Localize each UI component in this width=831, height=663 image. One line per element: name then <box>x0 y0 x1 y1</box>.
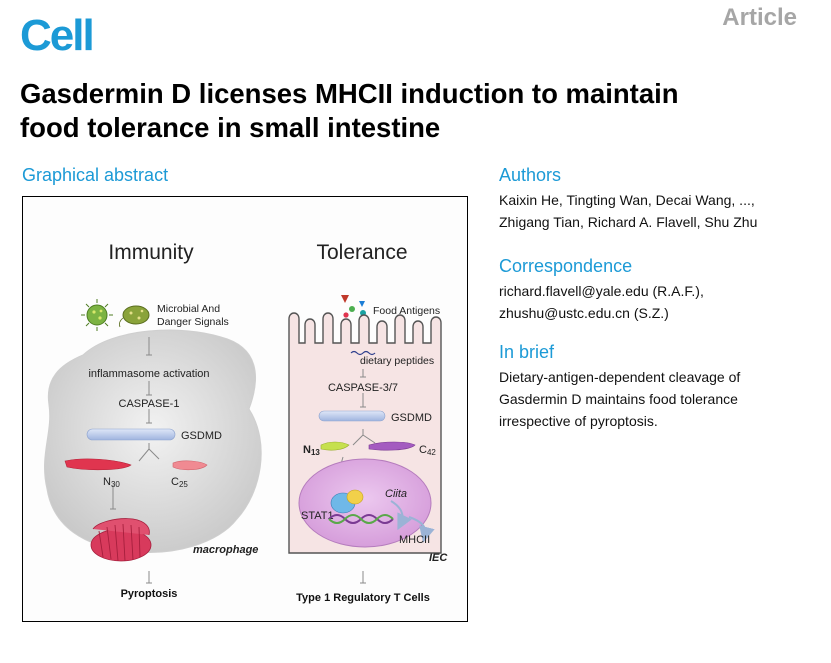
n13-label: N13 <box>303 444 320 457</box>
gsdmd-protein-immunity <box>86 428 176 441</box>
c-fragment-immunity <box>172 460 208 471</box>
correspondence-email-1[interactable]: richard.flavell@yale.edu (R.A.F.), <box>499 283 704 299</box>
pyroptosis-label: Pyroptosis <box>121 588 178 600</box>
gsdmd-label-tolerance: GSDMD <box>391 412 432 424</box>
graphical-abstract-heading: Graphical abstract <box>22 165 169 185</box>
authors-list: Kaixin He, Tingting Wan, Decai Wang, ...… <box>499 189 819 233</box>
graphical-abstract-svg: Immunity Microbial And Danger Signal <box>44 241 448 604</box>
immunity-panel-title: Immunity <box>108 241 194 264</box>
stat1-complex <box>330 489 364 514</box>
graphical-abstract-figure: Immunity Microbial And Danger Signal <box>22 196 468 622</box>
n-fragment-immunity <box>64 458 132 471</box>
bacterium-icon <box>119 305 150 328</box>
caspase1-label: CASPASE-1 <box>119 398 180 410</box>
c-fragment-tolerance <box>368 441 416 451</box>
ciita-label: Ciita <box>385 488 407 500</box>
type1-regulatory-t-cells-label: Type 1 Regulatory T Cells <box>296 592 430 604</box>
caspase37-label: CASPASE-3/7 <box>328 382 398 394</box>
c25-label: C25 <box>171 476 188 489</box>
paper-title-line-1: Gasdermin D licenses MHCII induction to … <box>20 78 679 109</box>
correspondence-email-2[interactable]: zhushu@ustc.edu.cn (S.Z.) <box>499 305 669 321</box>
immunity-pathway-connectors <box>110 337 160 584</box>
authors-heading: Authors <box>499 165 562 185</box>
mhcii-label: MHCII <box>399 534 430 546</box>
paper-title-line-2: food tolerance in small intestine <box>20 112 441 143</box>
ciita-arrow <box>390 500 412 531</box>
gsdmd-protein-tolerance <box>318 410 386 422</box>
tolerance-panel-title: Tolerance <box>316 241 407 264</box>
in-brief-line-2: Gasdermin D maintains food tolerance <box>499 391 738 407</box>
dietary-peptides-label: dietary peptides <box>360 355 434 367</box>
food-antigens-label: Food Antigens <box>373 305 440 317</box>
in-brief-text: Dietary-antigen-dependent cleavage of Ga… <box>499 366 819 432</box>
authors-line-1: Kaixin He, Tingting Wan, Decai Wang, ...… <box>499 192 755 208</box>
in-brief-line-3: irrespective of pyroptosis. <box>499 413 658 429</box>
signal-label-line-1: Microbial And <box>157 303 220 315</box>
food-antigen-icon <box>341 295 366 318</box>
n-fragment-tolerance <box>320 441 350 451</box>
in-brief-heading: In brief <box>499 342 555 362</box>
c42-label: C42 <box>419 444 436 457</box>
authors-line-2: Zhigang Tian, Richard A. Flavell, Shu Zh… <box>499 214 758 230</box>
macrophage-cell-body <box>44 329 262 553</box>
dietary-peptide-squiggle <box>350 350 376 356</box>
gasdermin-pore <box>90 518 152 562</box>
n30-label: N30 <box>103 476 120 489</box>
microbe-icon <box>81 299 113 331</box>
journal-logo: Cell <box>20 11 95 60</box>
macrophage-label: macrophage <box>193 544 258 556</box>
iec-label: IEC <box>429 552 448 564</box>
mhcii-arrow <box>408 516 435 543</box>
gsdmd-label-immunity: GSDMD <box>181 430 222 442</box>
inflammasome-activation-label: inflammasome activation <box>88 368 209 380</box>
dna-helix <box>328 514 394 524</box>
in-brief-line-1: Dietary-antigen-dependent cleavage of <box>499 369 741 385</box>
stat1-label: STAT1 <box>301 510 334 522</box>
correspondence-heading: Correspondence <box>499 256 633 276</box>
correspondence-emails: richard.flavell@yale.edu (R.A.F.), zhush… <box>499 280 819 324</box>
paper-title: Gasdermin D licenses MHCII induction to … <box>20 77 810 145</box>
signal-label-line-2: Danger Signals <box>157 316 229 328</box>
article-type-label: Article <box>722 4 797 31</box>
